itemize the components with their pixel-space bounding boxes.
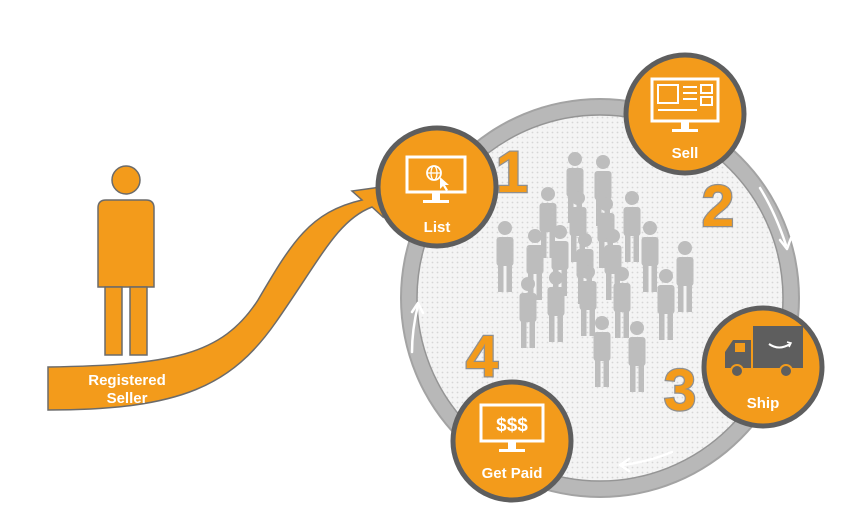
monitor-dollar-text: $$$ xyxy=(496,415,528,436)
step-get-paid-node: $$$ Get Paid xyxy=(450,379,574,503)
step-number-4: 4 xyxy=(466,324,498,389)
step-number-3: 3 xyxy=(664,358,696,423)
step-label-list: List xyxy=(424,219,451,236)
flow-arrow xyxy=(47,185,389,411)
step-list-node: List xyxy=(375,125,499,249)
step-label-sell: Sell xyxy=(672,145,699,162)
step-ship-node: Ship xyxy=(701,305,825,429)
step-number-2: 2 xyxy=(702,174,734,239)
ring-direction-arrows xyxy=(410,85,793,473)
step-label-ship: Ship xyxy=(747,395,780,412)
seller-label-line2: Seller xyxy=(107,390,148,407)
monitor-globe-cursor-icon xyxy=(405,155,467,203)
monitor-webpage-icon xyxy=(650,77,720,132)
step-sell-node: Sell xyxy=(623,52,747,176)
delivery-truck-icon xyxy=(725,326,803,378)
seller-label-line1: Registered xyxy=(88,372,166,389)
monitor-dollar-icon: $$$ xyxy=(479,403,545,452)
step-label-get-paid: Get Paid xyxy=(482,465,543,482)
step-number-1: 1 xyxy=(496,140,528,205)
seller-figure-icon xyxy=(97,165,155,356)
